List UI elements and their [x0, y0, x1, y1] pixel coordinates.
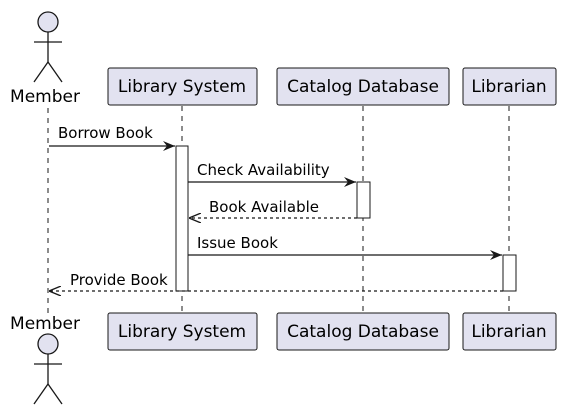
message-label: Borrow Book	[58, 124, 153, 142]
actor-member-bottom: Member	[10, 314, 80, 405]
message-provide-book: Provide Book	[49, 271, 503, 291]
participant-librarian-bottom: Librarian	[462, 312, 557, 351]
message-check-availability: Check Availability	[188, 161, 356, 187]
actor-label: Member	[10, 87, 80, 107]
participant-label: Librarian	[471, 322, 546, 342]
actor-head-icon	[37, 11, 59, 33]
participant-label: Catalog Database	[287, 77, 439, 97]
message-label: Check Availability	[197, 161, 330, 179]
participant-library-system-bottom: Library System	[107, 312, 258, 351]
activation-catalog-database	[356, 181, 371, 219]
participant-catalog-database-bottom: Catalog Database	[276, 312, 450, 351]
participant-label: Catalog Database	[287, 322, 439, 342]
activation-librarian	[502, 254, 517, 292]
message-borrow-book: Borrow Book	[49, 124, 175, 151]
message-issue-book: Issue Book	[188, 234, 502, 260]
actor-member-top: Member	[10, 11, 80, 107]
message-book-available: Book Available	[189, 198, 357, 218]
participant-label: Librarian	[471, 77, 546, 97]
activation-library-system	[175, 145, 189, 292]
participant-library-system-top: Library System	[107, 67, 258, 106]
participant-librarian-top: Librarian	[462, 67, 557, 106]
participant-label: Library System	[118, 77, 246, 97]
message-label: Issue Book	[197, 234, 278, 252]
message-label: Book Available	[209, 198, 319, 216]
participant-catalog-database-top: Catalog Database	[276, 67, 450, 106]
participant-label: Library System	[118, 322, 246, 342]
actor-head-icon	[37, 333, 59, 355]
actor-label: Member	[10, 314, 80, 334]
message-label: Provide Book	[70, 271, 168, 289]
